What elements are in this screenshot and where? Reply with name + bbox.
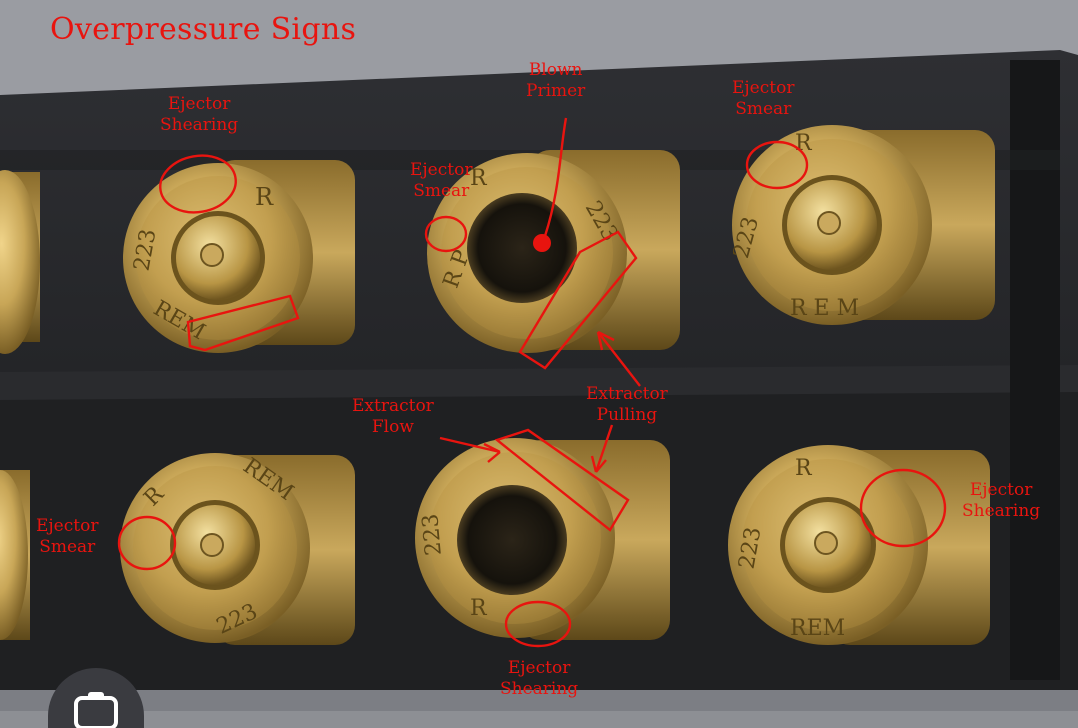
label-line1: Ejector (969, 480, 1033, 500)
headstamp-a-r: R (255, 183, 274, 211)
extractor-pulling-arrow-2 (590, 424, 614, 473)
headstamp-tr-rem: R E M (790, 296, 859, 321)
label-line1: Blown (528, 60, 583, 80)
label-blown-primer: Blown Primer (526, 60, 585, 102)
label-line2: Shearing (962, 501, 1041, 521)
label-line2: Flow (371, 417, 414, 437)
label-ejector-smear-top-right: Ejector Smear (732, 78, 794, 120)
ejector-smear-middle-circle (424, 215, 468, 253)
label-line2: Primer (526, 81, 586, 101)
label-line1: Ejector (36, 516, 99, 536)
label-ejector-smear-left: Ejector Smear (36, 516, 98, 558)
label-ejector-shearing-right: Ejector Shearing (962, 480, 1040, 522)
headstamp-f-r: R (795, 456, 813, 481)
ejector-smear-left-circle (117, 515, 177, 571)
label-line2: Smear (413, 181, 470, 201)
ejector-shearing-top-circle (159, 154, 237, 214)
headstamp-tr-r: R (795, 131, 813, 156)
cartridge-blown-primer: R 223 R P (427, 150, 680, 353)
blown-primer-dot (533, 234, 551, 252)
ejector-shearing-top-box (186, 294, 300, 352)
label-line2: Shearing (160, 115, 239, 135)
photo-scene: R 223 REM R 223 R P R 223 R E M R (0, 0, 1078, 711)
extractor-pulling-box (518, 230, 638, 370)
cartridge-a: R 223 REM (123, 160, 355, 353)
headstamp-e-r: R (470, 596, 488, 621)
label-line1: Ejector (507, 658, 571, 678)
headstamp-blown-r: R (470, 166, 488, 191)
label-line2: Smear (735, 99, 792, 119)
extractor-flow-box (494, 428, 630, 532)
label-line2: Pulling (596, 405, 658, 425)
label-line2: Shearing (500, 679, 579, 699)
cartridge-bottom-far-left (0, 470, 30, 640)
lens-glyph (74, 692, 118, 728)
cartridge-f: R 223 REM (728, 445, 990, 645)
cartridge-e: 223 R (415, 438, 670, 640)
image-title: Overpressure Signs (50, 12, 357, 47)
extractor-flow-arrow (439, 436, 501, 463)
extractor-pulling-arrow (596, 330, 641, 387)
headstamp-f-rem: REM (790, 616, 845, 641)
label-ejector-shearing-top: Ejector Shearing (160, 94, 238, 136)
label-ejector-shearing-bottom: Ejector Shearing (500, 658, 578, 700)
cartridge-top-right: R 223 R E M (729, 125, 995, 325)
label-line1: Extractor (352, 396, 434, 416)
label-line2: Smear (39, 537, 96, 557)
blown-primer-line (543, 117, 568, 237)
ejector-shearing-bottom-circle (504, 600, 572, 648)
cartridge-d: R REM 223 (120, 453, 355, 645)
cartridge-top-far-left (0, 170, 40, 354)
label-line1: Extractor (586, 384, 668, 404)
headstamp-e-223: 223 (418, 513, 447, 557)
annotation-marks (117, 117, 947, 648)
label-extractor-flow: Extractor Flow (352, 396, 434, 438)
ejector-shearing-right-circle (859, 468, 947, 548)
label-line1: Ejector (167, 94, 231, 114)
label-extractor-pulling: Extractor Pulling (586, 384, 668, 426)
label-line1: Ejector (732, 78, 795, 98)
label-ejector-smear-middle: Ejector Smear (410, 160, 472, 202)
label-line1: Ejector (410, 160, 473, 180)
ejector-smear-top-right-circle (745, 140, 809, 190)
